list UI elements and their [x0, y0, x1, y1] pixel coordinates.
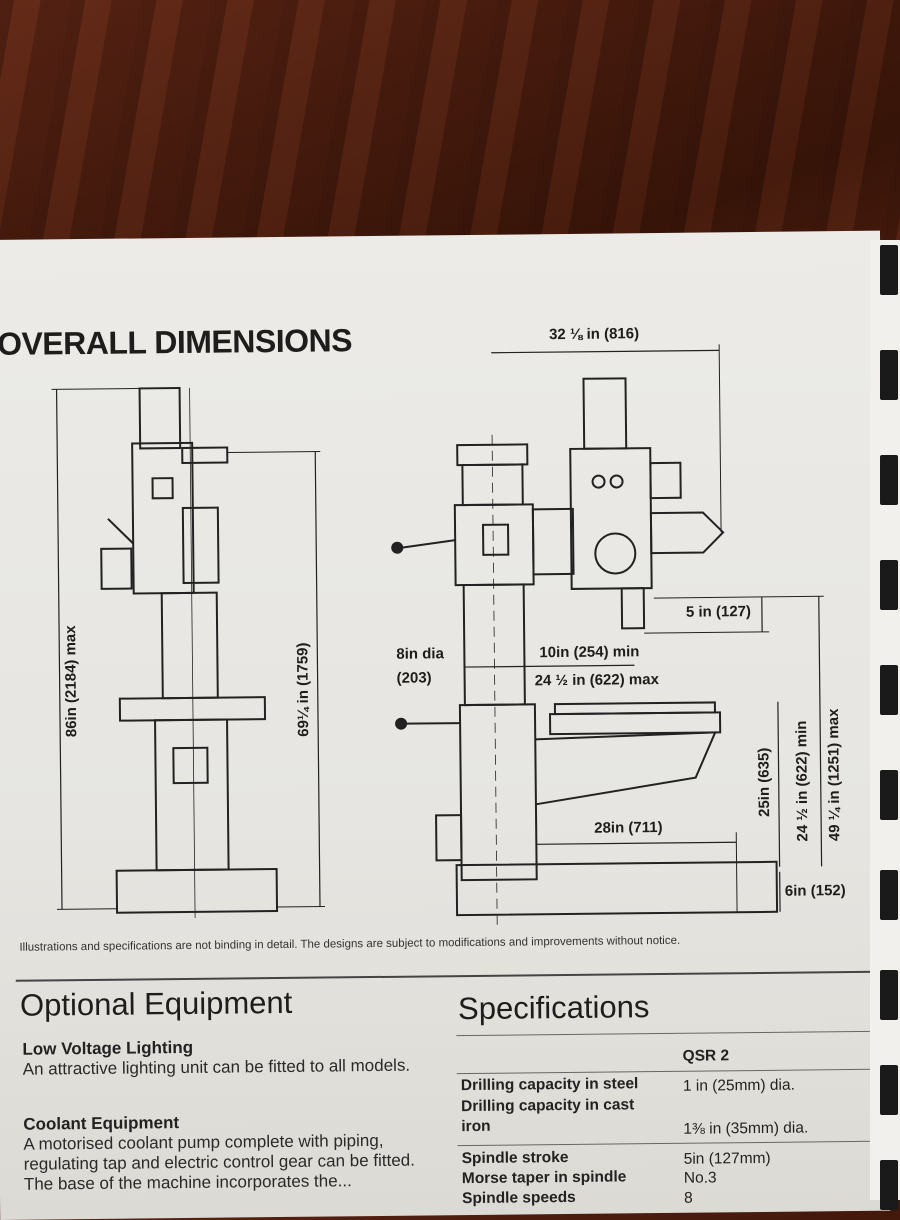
dim-column-dia-mm: (203): [397, 669, 432, 686]
binding-ring: [880, 665, 898, 715]
divider: [456, 1031, 871, 1036]
dim-overall-height: 86in (2184) max: [62, 625, 80, 737]
spec-value: 1 in (25mm) dia.: [683, 1077, 795, 1096]
dim-arm-width: 32 ⅛ in (816): [549, 325, 639, 343]
spec-label: Spindle stroke: [462, 1149, 569, 1168]
brochure-page: OVERALL DIMENSIONS: [0, 231, 890, 1220]
spec-value: 8: [684, 1190, 693, 1208]
spec-value: 5in (127mm): [684, 1150, 771, 1169]
wooden-table-background: [0, 0, 900, 260]
specifications-title: Specifications: [458, 989, 650, 1027]
option-heading: Low Voltage Lighting: [22, 1038, 193, 1060]
binding-ring: [880, 770, 898, 820]
side-view-drawing: [52, 387, 326, 920]
machine-drawings: [0, 231, 887, 940]
spec-label: Spindle speeds: [462, 1189, 576, 1208]
binding-ring: [880, 970, 898, 1020]
binding-ring: [880, 455, 898, 505]
dim-table-height: 25in (635): [755, 748, 773, 817]
front-view-drawing: [390, 343, 827, 925]
dim-head-height: 69¼ in (1759): [294, 642, 312, 736]
spec-label: Drilling capacity in steel: [461, 1075, 639, 1095]
divider: [16, 971, 876, 982]
spec-label: Morse taper in spindle: [462, 1168, 627, 1188]
divider: [458, 1141, 873, 1146]
spec-label: Drilling capacity in cast iron: [461, 1095, 651, 1137]
dim-spindle-stroke: 5 in (127): [686, 603, 751, 621]
spiral-binding: [870, 240, 900, 1200]
option-text: A motorised coolant pump complete with p…: [23, 1130, 434, 1194]
dim-spindle-max: 49 ¼ in (1251) max: [825, 709, 843, 842]
dim-reach-min: 10in (254) min: [539, 643, 639, 661]
option-heading: Coolant Equipment: [23, 1113, 179, 1135]
spec-model: QSR 2: [682, 1047, 729, 1065]
binding-ring: [880, 1160, 898, 1210]
binding-ring: [880, 1065, 898, 1115]
optional-equipment-title: Optional Equipment: [20, 985, 293, 1024]
dim-column-dia: 8in dia: [396, 645, 444, 662]
binding-ring: [880, 870, 898, 920]
option-text: An attractive lighting unit can be fitte…: [23, 1056, 413, 1080]
spec-value: 1⅜ in (35mm) dia.: [683, 1119, 808, 1138]
dim-reach-max: 24 ½ in (622) max: [535, 671, 659, 689]
binding-ring: [880, 350, 898, 400]
binding-ring: [880, 560, 898, 610]
divider: [457, 1069, 872, 1074]
dim-spindle-min: 24 ½ in (622) min: [793, 721, 811, 842]
dim-base-length: 28in (711): [594, 819, 663, 837]
dim-base-height: 6in (152): [785, 882, 846, 900]
spec-value: No.3: [684, 1169, 717, 1187]
binding-ring: [880, 245, 898, 295]
